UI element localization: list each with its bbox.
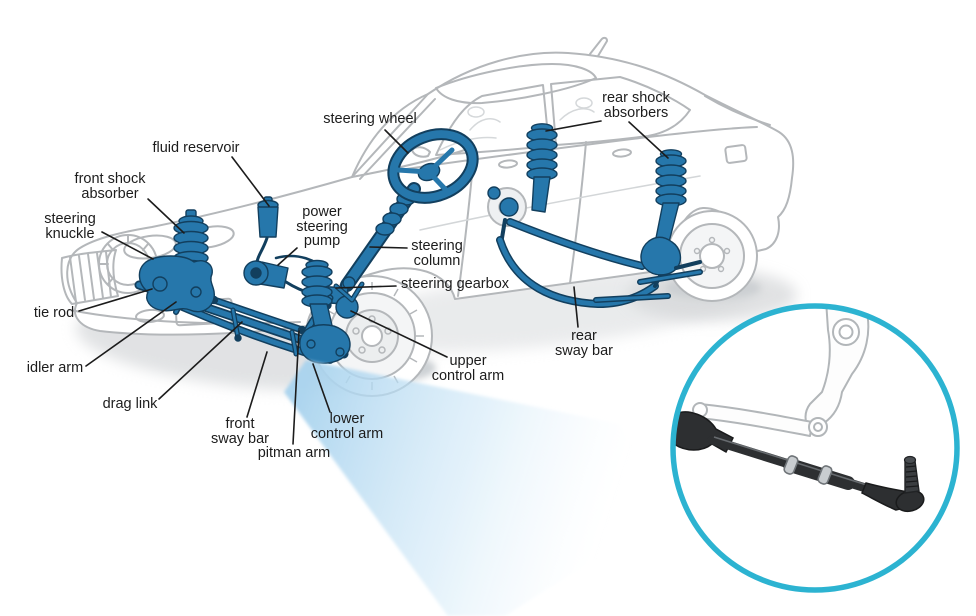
label-front-shock-absorber: front shock absorber	[74, 171, 146, 202]
leader-fluid-reservoir	[231, 156, 270, 207]
label-fluid-reservoir: fluid reservoir	[152, 140, 240, 156]
label-rear-shock-absorbers: rear shock absorbers	[602, 90, 670, 121]
leader-idler-arm	[85, 301, 177, 367]
steering-column-part	[340, 182, 421, 292]
leader-lines	[78, 120, 669, 445]
leader-front-shock-absorber	[147, 198, 185, 234]
front-grille	[60, 249, 119, 305]
label-front-sway-bar: front sway bar	[210, 416, 270, 447]
leader-pitman-arm	[292, 330, 300, 445]
leader-rear-shock-right	[628, 121, 669, 159]
leader-lower-control-arm	[312, 363, 331, 413]
label-tie-rod: tie rod	[33, 305, 75, 321]
leader-rear-shock-left	[545, 120, 602, 132]
label-drag-link: drag link	[102, 396, 158, 412]
label-pitman-arm: pitman arm	[257, 445, 331, 461]
label-idler-arm: idler arm	[26, 360, 84, 376]
leader-upper-control-arm	[350, 310, 448, 358]
front-shock-absorber-part	[138, 209, 216, 313]
rear-right-shock	[593, 149, 703, 303]
leader-rear-sway-bar	[573, 286, 579, 328]
fog-light	[135, 308, 165, 324]
leader-steering-wheel	[384, 129, 409, 154]
label-rear-sway-bar: rear sway bar	[554, 328, 614, 359]
leader-drag-link	[158, 321, 243, 400]
inset-ring	[670, 303, 960, 593]
front-right-strut	[299, 259, 365, 364]
label-lower-control-arm: lower control arm	[310, 411, 384, 442]
tie-rod-closeup	[673, 411, 925, 513]
label-steering-wheel: steering wheel	[323, 111, 417, 127]
rear-left-shock	[487, 123, 646, 270]
steering-wheel-part	[387, 128, 479, 204]
leader-front-sway-bar	[246, 351, 268, 418]
highlighted-parts	[134, 123, 703, 364]
tie-rod-inset	[670, 303, 960, 593]
magnifier-beam	[284, 360, 638, 616]
leader-power-steering-pump	[277, 247, 298, 266]
leader-steering-gearbox	[335, 285, 397, 289]
label-power-steering-pump: power steering pump	[296, 204, 348, 249]
leader-steering-column	[369, 246, 408, 249]
leader-steering-knuckle	[101, 231, 154, 260]
label-steering-column: steering column	[411, 238, 463, 269]
steering-knuckle-part	[138, 255, 216, 313]
label-steering-knuckle: steering knuckle	[44, 211, 96, 242]
label-steering-gearbox: steering gearbox	[400, 276, 510, 292]
leader-tie-rod	[78, 288, 153, 312]
label-upper-control-arm: upper control arm	[431, 353, 505, 384]
